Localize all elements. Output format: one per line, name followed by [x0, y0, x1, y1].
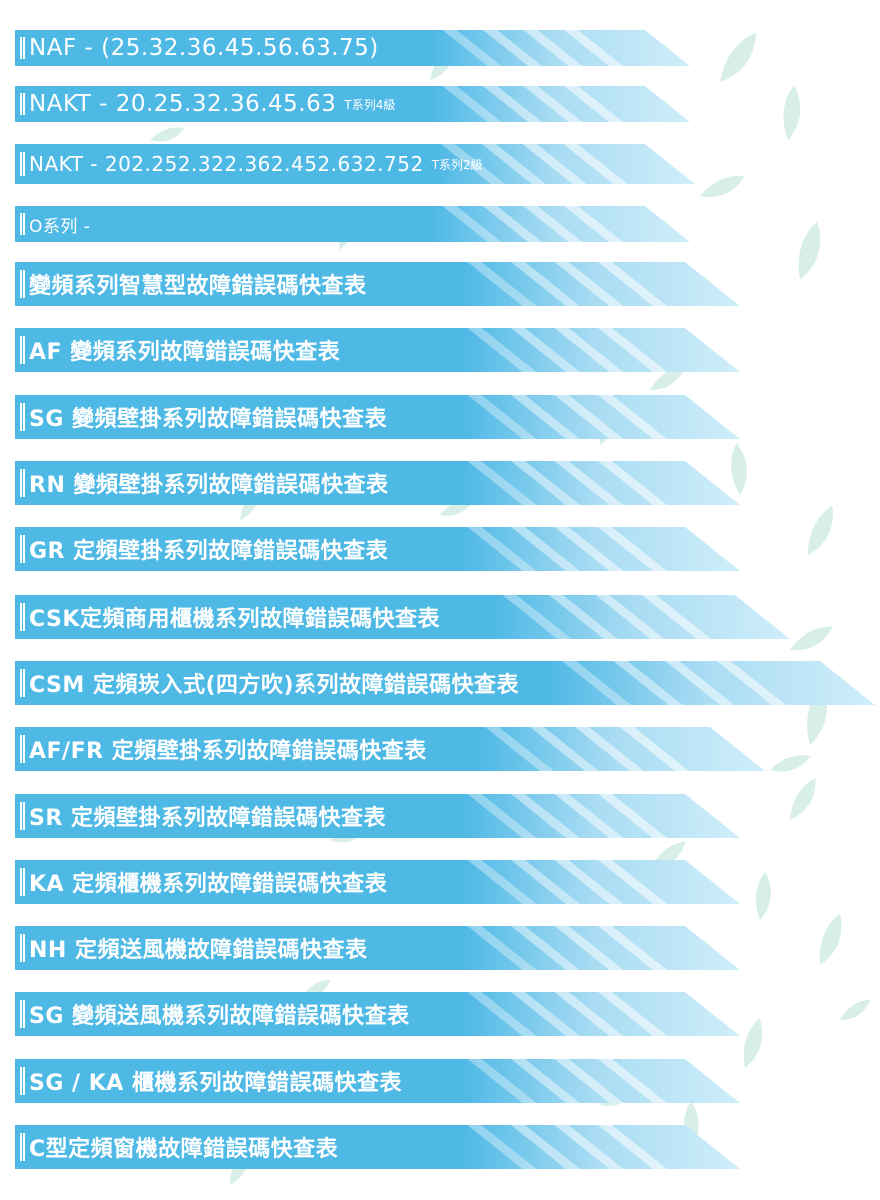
menu-item-marker-icon [20, 934, 25, 962]
menu-item[interactable]: SG 變頻送風機系列故障錯誤碼快查表 [15, 992, 740, 1036]
menu-item-marker-icon [20, 92, 25, 116]
menu-item[interactable]: AF/FR 定頻壁掛系列故障錯誤碼快查表 [15, 727, 765, 771]
menu-item-ribbon [15, 1059, 740, 1103]
menu-item-label: SG / KA 櫃機系列故障錯誤碼快查表 [29, 1071, 402, 1096]
menu-item[interactable]: NAF - (25.32.36.45.56.63.75) [15, 30, 690, 66]
menu-item[interactable]: RN 變頻壁掛系列故障錯誤碼快查表 [15, 461, 740, 505]
menu-item-label: RN 變頻壁掛系列故障錯誤碼快查表 [29, 473, 389, 498]
menu-item[interactable]: SR 定頻壁掛系列故障錯誤碼快查表 [15, 794, 740, 838]
menu-item-label: NH 定頻送風機故障錯誤碼快查表 [29, 938, 368, 963]
menu-item[interactable]: O系列 - [15, 206, 690, 242]
menu-item-ribbon [15, 661, 875, 705]
menu-item-ribbon [15, 992, 740, 1036]
menu-item-marker-icon [20, 1067, 25, 1095]
menu-item-label: NAKT - 202.252.322.362.452.632.752 [29, 152, 424, 176]
menu-item-ribbon [15, 30, 690, 66]
menu-item[interactable]: CSM 定頻崁入式(四方吹)系列故障錯誤碼快查表 [15, 661, 875, 705]
menu-item[interactable]: GR 定頻壁掛系列故障錯誤碼快查表 [15, 527, 740, 571]
menu-item-ribbon [15, 1125, 740, 1169]
menu-item-ribbon [15, 727, 765, 771]
menu-item-marker-icon [20, 603, 25, 631]
menu-item[interactable]: C型定頻窗機故障錯誤碼快查表 [15, 1125, 740, 1169]
menu-item-ribbon [15, 595, 790, 639]
menu-item-ribbon [15, 926, 740, 970]
menu-item-marker-icon [20, 669, 25, 697]
menu-item[interactable]: CSK定頻商用櫃機系列故障錯誤碼快查表 [15, 595, 790, 639]
menu-item-label: O系列 - [29, 216, 91, 237]
menu-item-ribbon [15, 527, 740, 571]
menu-item-label: CSM 定頻崁入式(四方吹)系列故障錯誤碼快查表 [29, 673, 520, 698]
menu-item-label: SR 定頻壁掛系列故障錯誤碼快查表 [29, 806, 386, 831]
menu-item-marker-icon [20, 212, 25, 236]
menu-item-label: C型定頻窗機故障錯誤碼快查表 [29, 1137, 339, 1162]
menu-item-marker-icon [20, 1133, 25, 1161]
menu-item-label: CSK定頻商用櫃機系列故障錯誤碼快查表 [29, 607, 440, 632]
menu-item-label: SG 變頻送風機系列故障錯誤碼快查表 [29, 1004, 410, 1029]
menu-item[interactable]: AF 變頻系列故障錯誤碼快查表 [15, 328, 740, 372]
menu-item-ribbon [15, 395, 740, 439]
menu-item-marker-icon [20, 469, 25, 497]
menu-item[interactable]: KA 定頻櫃機系列故障錯誤碼快查表 [15, 860, 740, 904]
menu-item[interactable]: NAKT - 20.25.32.36.45.63 T系列4級 [15, 86, 690, 122]
menu-item-label: GR 定頻壁掛系列故障錯誤碼快查表 [29, 539, 389, 564]
menu-item[interactable]: SG 變頻壁掛系列故障錯誤碼快查表 [15, 395, 740, 439]
menu-item[interactable]: NH 定頻送風機故障錯誤碼快查表 [15, 926, 740, 970]
menu-item-marker-icon [20, 36, 25, 60]
menu-item-marker-icon [20, 151, 25, 177]
menu-item-marker-icon [20, 1000, 25, 1028]
menu-item-label: AF/FR 定頻壁掛系列故障錯誤碼快查表 [29, 739, 427, 764]
menu-item-marker-icon [20, 270, 25, 298]
menu-item-label: NAKT - 20.25.32.36.45.63 [29, 91, 337, 117]
menu-item-ribbon [15, 461, 740, 505]
menu-item-label: NAF - (25.32.36.45.56.63.75) [29, 35, 379, 61]
menu-item-marker-icon [20, 802, 25, 830]
menu-item[interactable]: 變頻系列智慧型故障錯誤碼快查表 [15, 262, 740, 306]
menu-item-marker-icon [20, 868, 25, 896]
menu-item-ribbon [15, 86, 690, 122]
menu-item-marker-icon [20, 336, 25, 364]
menu-item-ribbon [15, 794, 740, 838]
menu-item-label: SG 變頻壁掛系列故障錯誤碼快查表 [29, 407, 388, 432]
menu-item-marker-icon [20, 403, 25, 431]
menu-item-ribbon [15, 144, 695, 184]
menu-item-ribbon [15, 328, 740, 372]
menu-item-marker-icon [20, 535, 25, 563]
menu-item-ribbon [15, 206, 690, 242]
menu-item[interactable]: SG / KA 櫃機系列故障錯誤碼快查表 [15, 1059, 740, 1103]
menu-item-suffix: T系列4級 [344, 97, 396, 112]
menu-item-label: KA 定頻櫃機系列故障錯誤碼快查表 [29, 872, 388, 897]
menu-item-ribbon [15, 860, 740, 904]
menu-item-label: AF 變頻系列故障錯誤碼快查表 [29, 340, 341, 365]
menu-item-suffix: T系列2級 [431, 157, 483, 172]
menu-item[interactable]: NAKT - 202.252.322.362.452.632.752 T系列2級 [15, 144, 695, 184]
menu-item-label: 變頻系列智慧型故障錯誤碼快查表 [29, 274, 367, 299]
menu-item-marker-icon [20, 735, 25, 763]
menu-item-ribbon [15, 262, 740, 306]
